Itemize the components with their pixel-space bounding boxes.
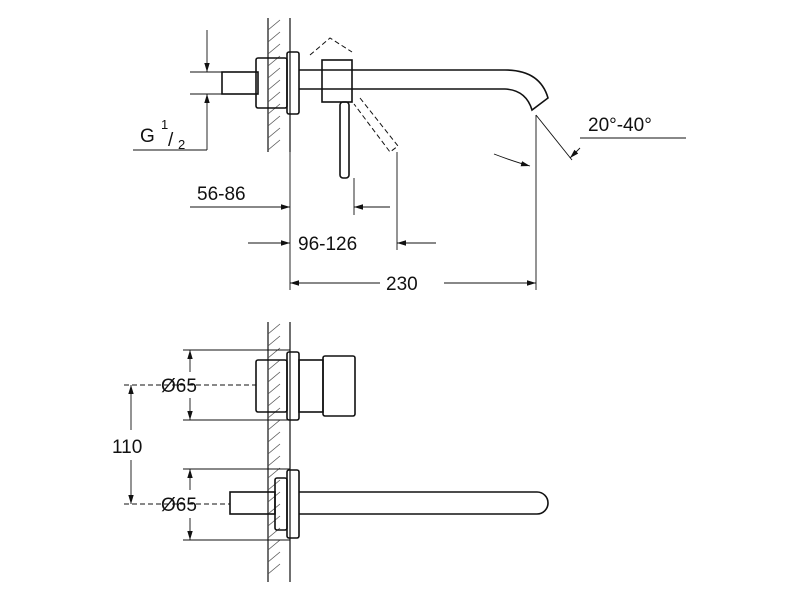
spout-rosette-diameter-dimension: Ø65 (124, 468, 290, 541)
inlet-pipe-side (221, 71, 259, 95)
lever-depth-label: 96-126 (298, 234, 357, 255)
wall-hatch-line (267, 139, 281, 151)
wall-depth-dimension: 56-86 (190, 152, 291, 290)
thread-fraction-bar: / (168, 130, 174, 151)
handle-body-top (298, 359, 324, 413)
wall-hatch-line (267, 431, 281, 443)
spout-angle-dimension: 20°-40° (493, 114, 686, 290)
inlet-pipe-top (229, 491, 276, 515)
wall-hatch-line (267, 455, 281, 467)
wall-hatch-line (267, 407, 281, 419)
lever-alternate-position (309, 37, 399, 153)
wall-hatch-line (267, 563, 281, 575)
wall-hatch-line (267, 371, 281, 383)
top-view: Ø65 Ø65 110 (112, 322, 549, 582)
wall-hatch-line (267, 551, 281, 563)
wall-hatch-line (267, 115, 281, 127)
wall-hatch-line (267, 31, 281, 43)
wall-hatch-line (267, 491, 281, 503)
wall-hatch-line (267, 419, 281, 431)
angle-label: 20°-40° (588, 115, 652, 136)
wall-hatch-line (267, 79, 281, 91)
wall-hatch-line (267, 443, 281, 455)
lever-side (339, 101, 350, 179)
wall-hatch-line (267, 43, 281, 55)
wall-hatch-line (267, 539, 281, 551)
center-distance-label: 110 (112, 437, 142, 458)
spout-length-dimension: 230 (290, 274, 536, 295)
spout-flange-top (274, 477, 288, 531)
wall-hatch-line (267, 103, 281, 115)
spout-rosette-top (286, 469, 300, 539)
side-view: G 1 / 2 20°-40° 56-86 96-126 (133, 18, 686, 295)
handle-diameter-dimension: Ø65 (124, 349, 290, 421)
wall-hatch-line (267, 127, 281, 139)
thread-fraction-num: 1 (161, 117, 168, 132)
wall-hatch-line (267, 347, 281, 359)
wall-hatch-line (267, 323, 281, 335)
handle-knob-top (322, 355, 356, 417)
wall-depth-label: 56-86 (197, 184, 246, 205)
handle-rosette-top (286, 351, 300, 421)
wall-hatch-line (267, 335, 281, 347)
wall-hatch-line (267, 503, 281, 515)
thread-dimension: G 1 / 2 (133, 30, 230, 152)
wall-hatch-line (267, 67, 281, 79)
wall-top-view (267, 322, 291, 582)
spout-side (299, 69, 549, 112)
wall-hatch-line (267, 19, 281, 31)
spout-rosette-diameter-label: Ø65 (161, 495, 197, 516)
thread-label: G (140, 126, 155, 147)
handle-flange-top (255, 359, 288, 413)
handle-diameter-label: Ø65 (161, 376, 197, 397)
thread-fraction-den: 2 (178, 137, 185, 152)
wall-side-view (267, 18, 291, 152)
lever-depth-dimension: 96-126 (248, 152, 436, 255)
center-distance-dimension: 110 (112, 385, 142, 504)
wall-hatch-line (267, 383, 281, 395)
mixer-body-side (321, 59, 353, 103)
wall-hatch-line (267, 91, 281, 103)
wall-hatch-line (267, 359, 281, 371)
wall-hatch-line (267, 467, 281, 479)
spout-length-label: 230 (386, 274, 418, 295)
spout-top (299, 491, 549, 515)
wall-flange-side (255, 57, 288, 109)
wall-hatch-line (267, 515, 281, 527)
wall-rosette-side (286, 51, 300, 115)
wall-hatch-line (267, 395, 281, 407)
wall-hatch-line (267, 479, 281, 491)
